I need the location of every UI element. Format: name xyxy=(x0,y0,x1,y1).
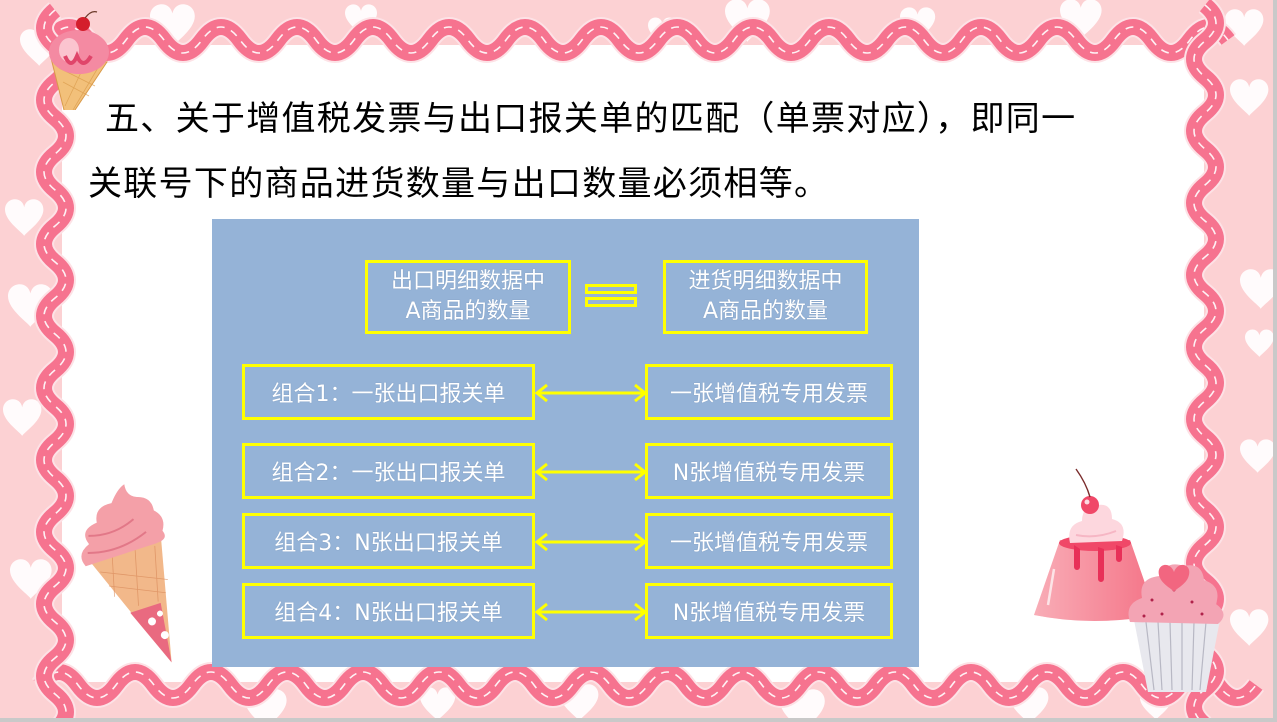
combination-4-invoice-box: N张增值税专用发票 xyxy=(645,583,893,639)
slide-heading-line-2: 关联号下的商品进货数量与出口数量必须相等。 xyxy=(88,164,830,204)
combination-3-invoice-box: 一张增值税专用发票 xyxy=(645,513,893,569)
export-detail-line-1: 出口明细数据中 xyxy=(390,269,545,294)
ice-cream-cone-icon xyxy=(81,484,172,663)
ice-cream-cone-icon xyxy=(49,11,109,110)
combination-1-customs-box: 组合1：一张出口报关单 xyxy=(242,364,535,420)
export-detail-box: 出口明细数据中 A商品的数量 xyxy=(365,260,571,334)
purchase-detail-line-2: A商品的数量 xyxy=(702,299,829,324)
matching-diagram-panel: 出口明细数据中 A商品的数量 进货明细数据中 A商品的数量 组合1：一张出口报关… xyxy=(212,219,919,667)
slide-heading-line-1: 五、关于增值税发票与出口报关单的匹配（单票对应），即同一 xyxy=(105,99,1077,139)
combination-3-customs-box: 组合3：N张出口报关单 xyxy=(242,513,535,569)
combination-2-invoice-box: N张增值税专用发票 xyxy=(645,443,893,499)
combination-2-customs-box: 组合2：一张出口报关单 xyxy=(242,443,535,499)
purchase-detail-box: 进货明细数据中 A商品的数量 xyxy=(663,260,868,334)
cupcake-icon xyxy=(1128,564,1224,692)
double-arrow-icon xyxy=(534,532,648,552)
purchase-detail-line-1: 进货明细数据中 xyxy=(688,269,843,294)
double-arrow-icon xyxy=(534,602,648,622)
combination-1-invoice-box: 一张增值税专用发票 xyxy=(645,364,893,420)
pudding-dessert-icon xyxy=(1034,468,1156,621)
combination-4-customs-box: 组合4：N张出口报关单 xyxy=(242,583,535,639)
double-arrow-icon xyxy=(534,462,648,482)
double-arrow-icon xyxy=(534,383,648,403)
export-detail-line-2: A商品的数量 xyxy=(405,299,531,324)
